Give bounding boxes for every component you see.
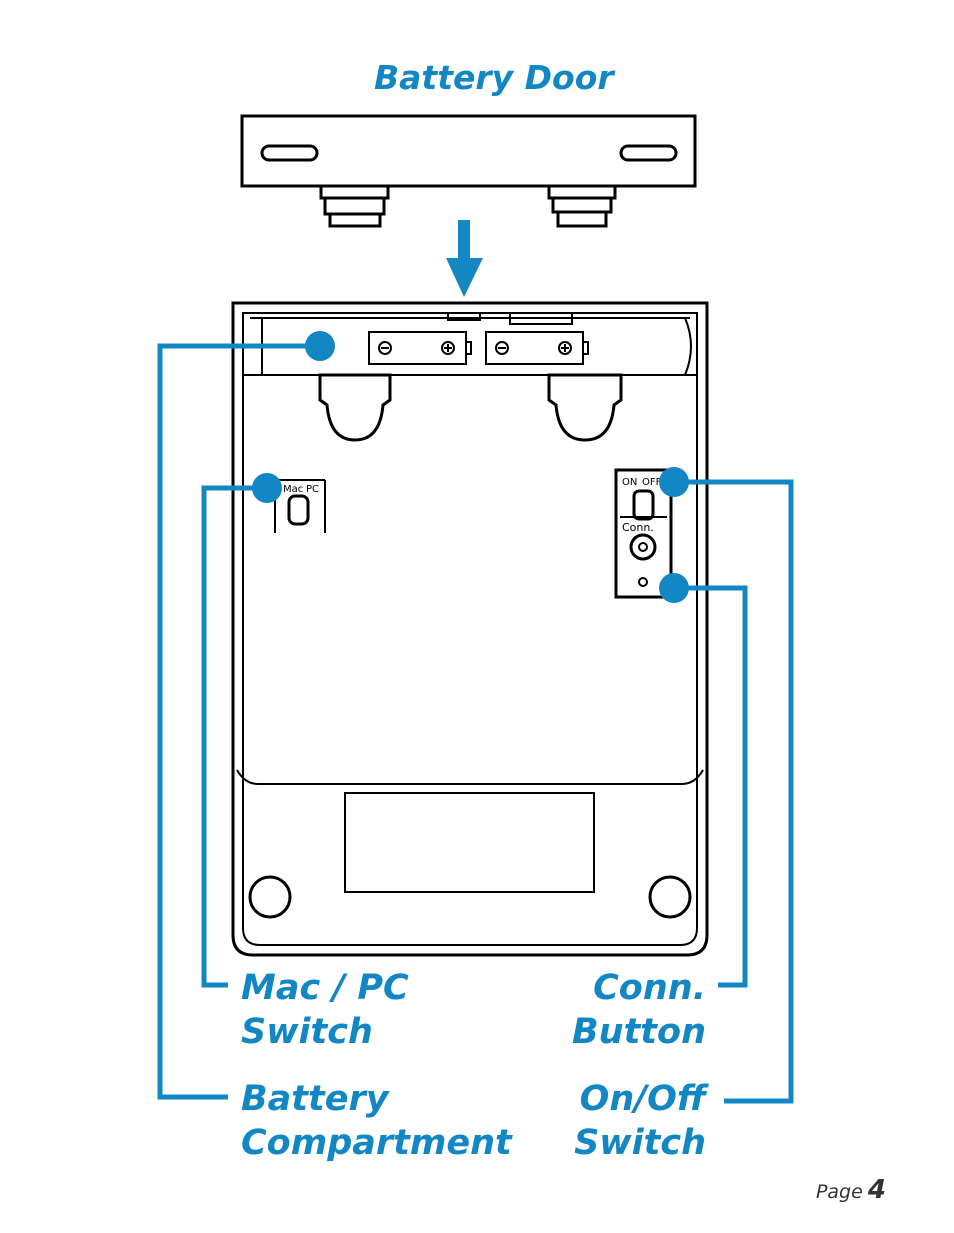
conn-leader [674,585,748,988]
device-body [231,301,709,957]
diagram-title: Battery Door [374,58,614,97]
conn-button-label: Conn. Button [571,968,706,1052]
battery-compartment-leader [157,343,320,1100]
on-off-switch-label: On/Off Switch [574,1079,706,1163]
on-marking: ON [622,477,637,488]
leader-lines [157,343,794,1104]
on-off-leader [674,479,794,1104]
mac-marking: Mac [283,484,303,495]
mac-pc-switch-label: Mac / PC Switch [241,968,409,1052]
battery-compartment-dot [305,331,335,361]
off-marking: OFF [642,477,662,488]
battery-door [240,114,697,228]
pc-marking: PC [306,484,319,495]
battery-compartment-label: Battery Compartment [241,1079,512,1163]
callout-dots [252,331,689,603]
latch-slots [318,373,623,442]
page-number: Page 4 [816,1175,886,1205]
page-word: Page [815,1181,863,1203]
control-panel: ON OFF Conn. [614,468,673,599]
mac-pc-leader [201,485,267,988]
batteries [368,331,589,365]
conn-marking: Conn. [622,521,654,534]
page-number-value: 4 [867,1175,886,1205]
conn-dot [659,573,689,603]
mac-pc-dot [252,473,282,503]
on-off-dot [659,467,689,497]
insert-arrow [446,220,483,297]
mac-pc-switch: Mac PC [274,479,326,533]
